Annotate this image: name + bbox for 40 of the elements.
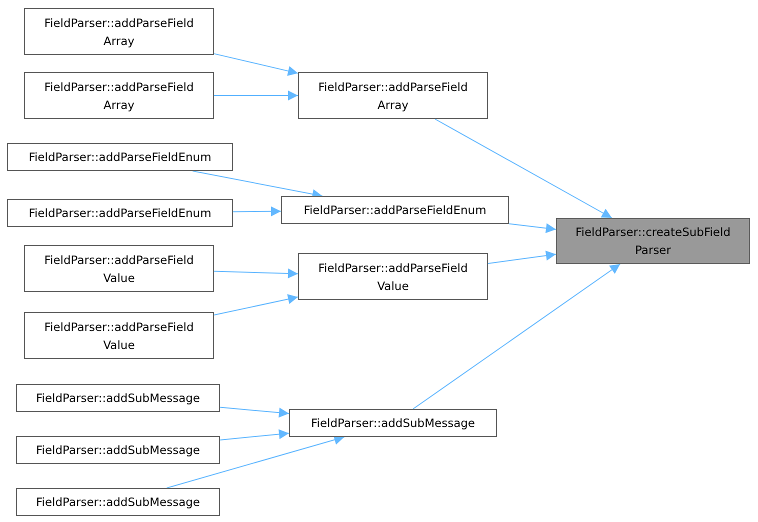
function-box [24,312,214,359]
function-name: FieldParser::addParseField Array [43,14,195,50]
function-box [298,253,488,300]
function-name: FieldParser::addParseField Array [43,78,195,114]
function-box [16,488,220,516]
arrow [232,206,282,216]
function-box [24,8,214,55]
arrow [488,250,556,264]
arrow [166,434,345,488]
function-name: FieldParser::addParseField Array [317,78,469,114]
arrow [220,429,290,440]
function-box [24,245,214,292]
arrow [508,223,556,234]
arrow [220,406,290,418]
function-name: FieldParser::addParseFieldEnum [28,149,212,166]
function-box [281,196,509,224]
function-name: FieldParser::addParseField Value [43,318,195,354]
function-box [24,72,214,119]
function-box [7,143,233,171]
function-name: FieldParser::addSubMessage [36,494,200,511]
arrow [214,268,298,278]
arrow [214,90,298,100]
function-name: FieldParser::addParseField Value [43,252,195,286]
function-box [16,384,220,412]
function-name: FieldParser::addSubMessage [310,415,475,432]
arrow [412,264,621,410]
arrow [434,118,612,218]
function-name: FieldParser::addParseFieldEnum [304,202,486,219]
function-box [7,199,233,227]
function-name: FieldParser::addParseFieldEnum [28,205,212,222]
function-box [16,436,220,464]
arrow [214,294,298,316]
arrow [214,53,298,76]
function-box [289,409,497,437]
function-name: FieldParser::addSubMessage [36,442,200,459]
function-name: FieldParser::createSubField Parser [574,224,732,259]
function-box [298,72,488,119]
function-name: FieldParser::addSubMessage [36,390,200,407]
function-name: FieldParser::addParseField Value [317,260,469,294]
highlighted-function-box [556,218,750,264]
